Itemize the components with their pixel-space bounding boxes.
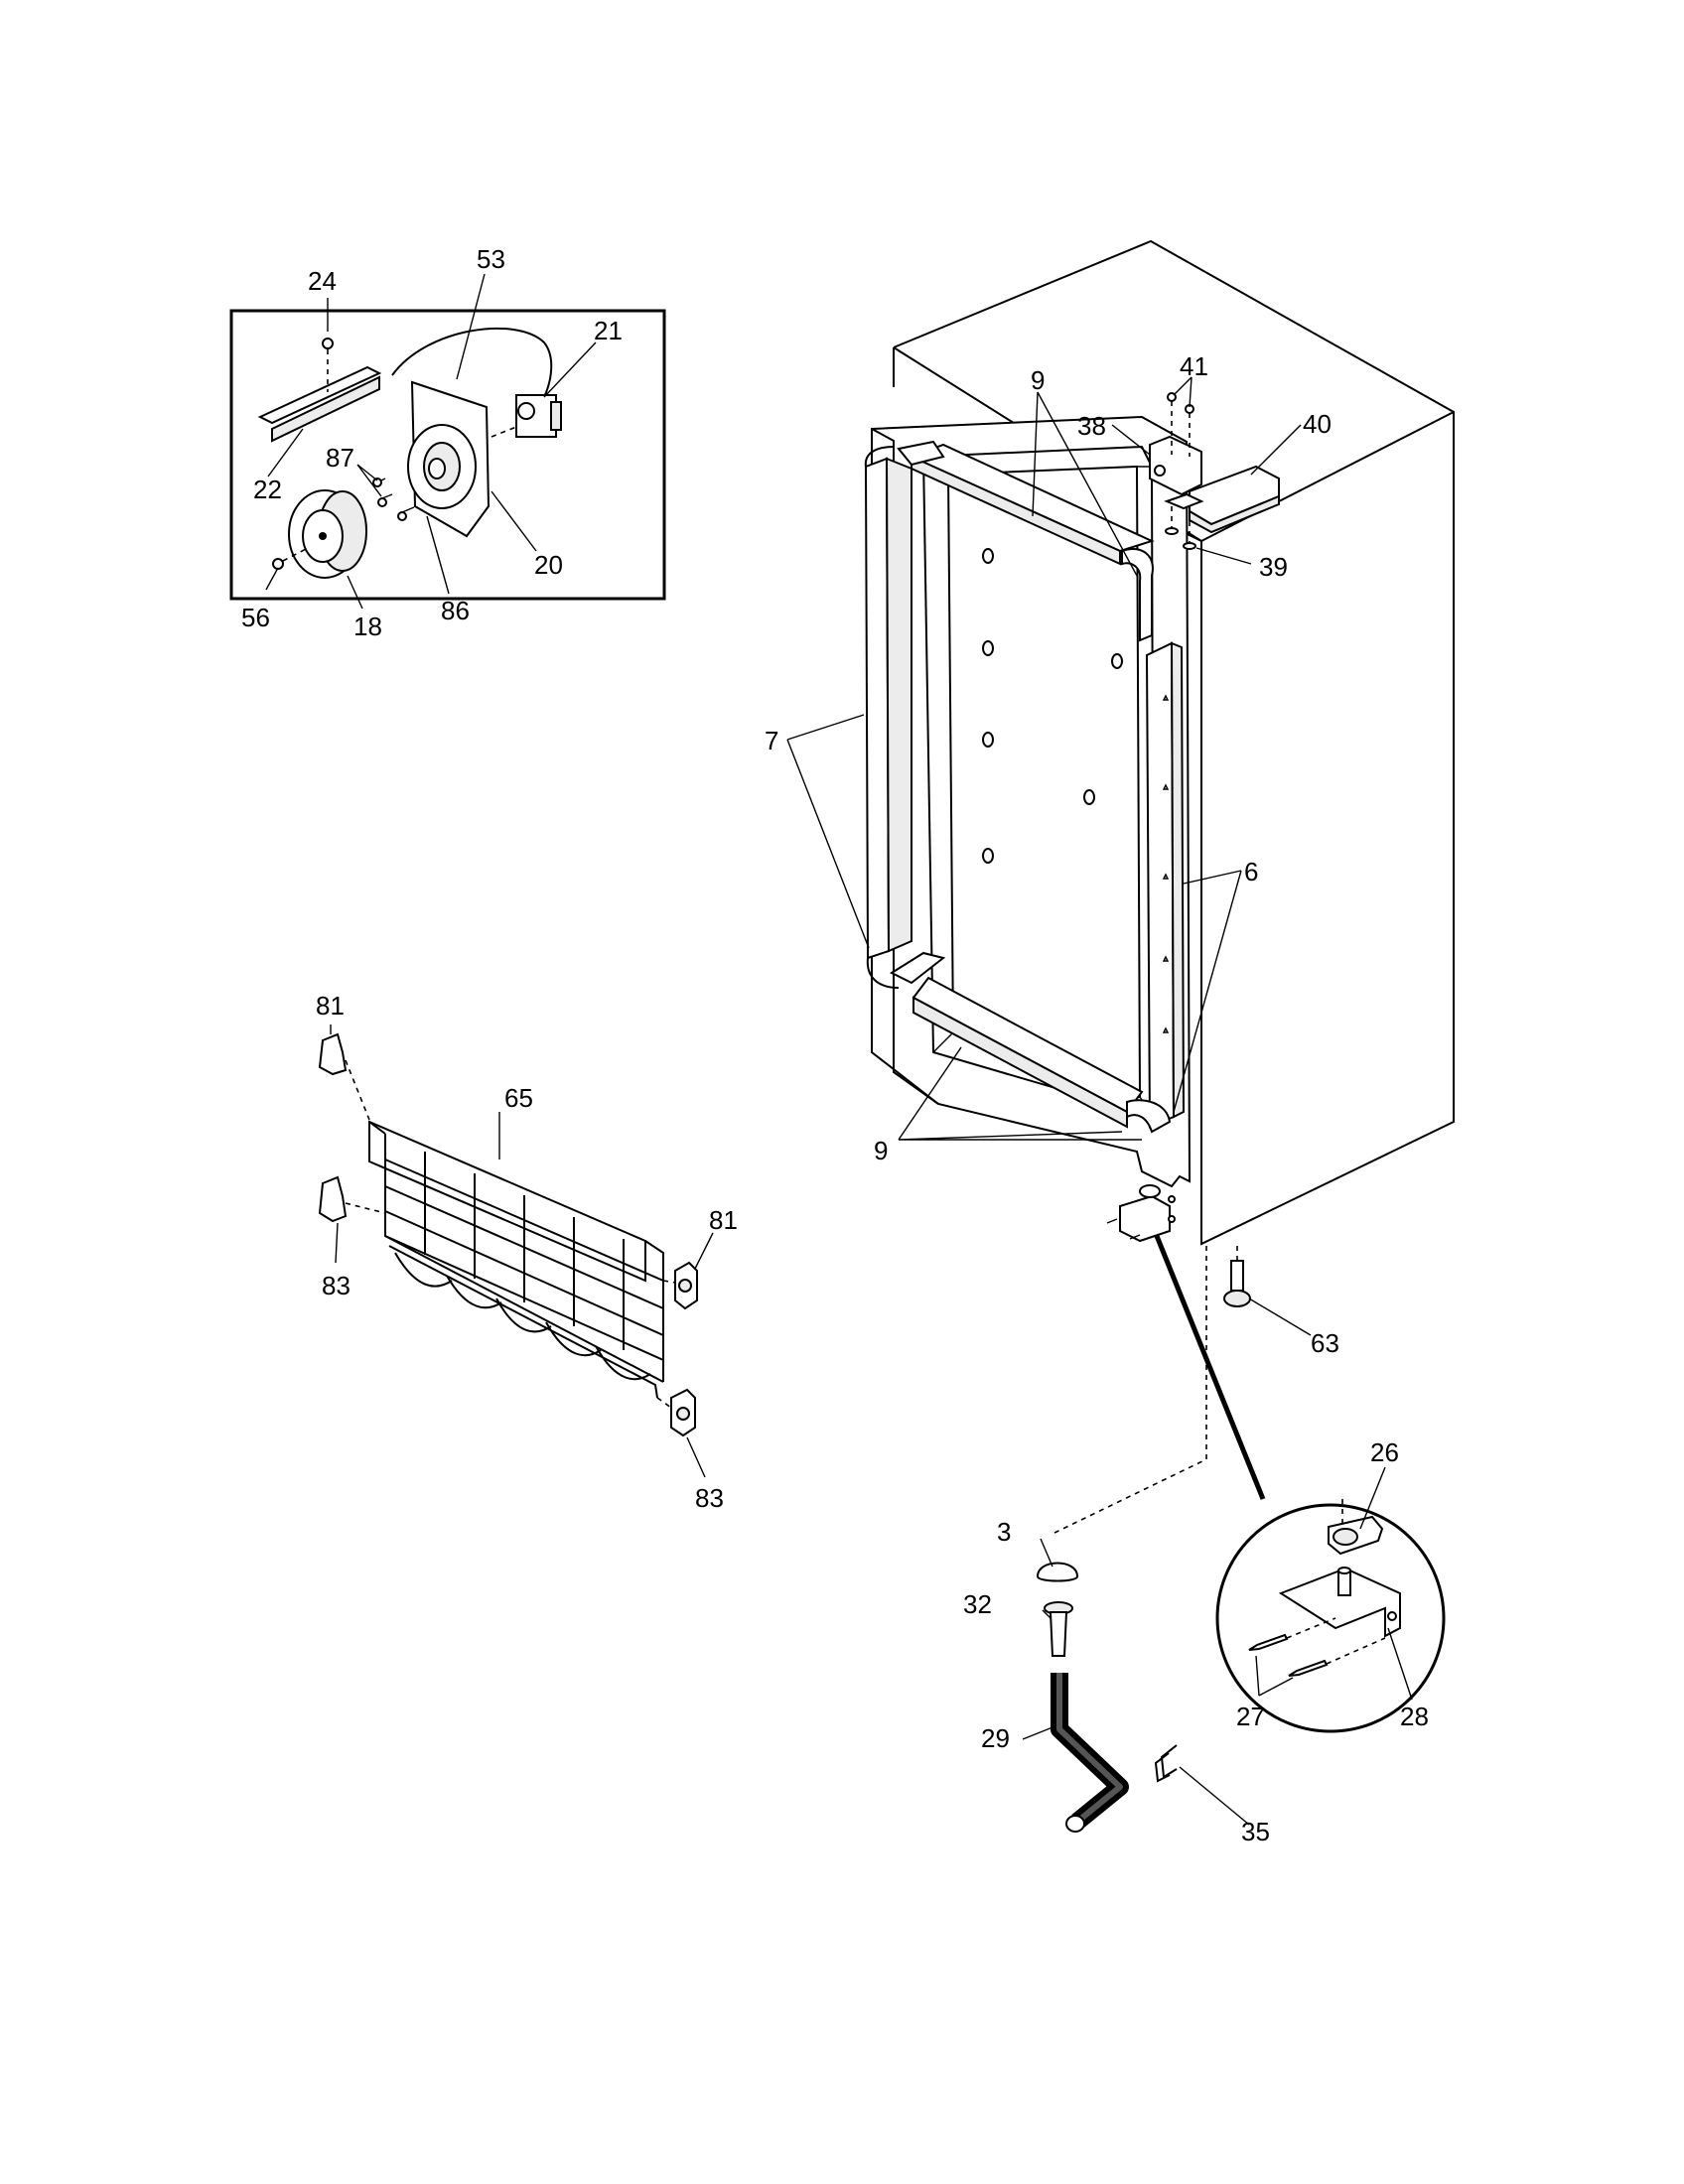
label-26: 26: [1370, 1437, 1399, 1467]
label-41: 41: [1180, 351, 1208, 381]
clip-81-right: [662, 1261, 698, 1310]
freezer-cabinet: [864, 239, 1455, 1246]
part-18-bulb: [288, 489, 367, 579]
label-35: 35: [1241, 1817, 1270, 1846]
clip-83-right: [656, 1388, 696, 1437]
wire-basket-65: [368, 1120, 664, 1399]
light-assembly-inset: [229, 273, 666, 610]
clip-83-left: [318, 1175, 386, 1223]
label-18: 18: [353, 612, 382, 641]
label-81-right: 81: [709, 1205, 738, 1235]
label-29: 29: [981, 1723, 1010, 1753]
label-86: 86: [441, 596, 470, 625]
part-20-housing: [407, 380, 491, 538]
label-24: 24: [308, 266, 337, 296]
label-22: 22: [253, 475, 282, 504]
label-83-right: 83: [695, 1483, 724, 1513]
label-65: 65: [504, 1083, 533, 1113]
label-53: 53: [477, 244, 505, 274]
part-21-socket: [515, 394, 562, 438]
drain-parts: [1022, 1538, 1250, 1833]
label-63: 63: [1311, 1328, 1339, 1358]
part-22-shield: [257, 365, 382, 443]
label-87: 87: [326, 443, 354, 473]
hinge-detail-circle: [1215, 1466, 1446, 1733]
label-32: 32: [963, 1589, 992, 1619]
liner-holes: [982, 548, 1123, 864]
label-21: 21: [594, 316, 623, 345]
label-83-left: 83: [322, 1271, 351, 1300]
bottom-hinge-on-cabinet: [1106, 1184, 1176, 1243]
label-56: 56: [241, 603, 270, 632]
label-3: 3: [997, 1517, 1011, 1547]
label-6: 6: [1244, 857, 1258, 887]
label-39: 39: [1259, 552, 1288, 582]
label-27: 27: [1236, 1702, 1265, 1731]
label-28: 28: [1400, 1702, 1429, 1731]
label-9-bottom: 9: [874, 1136, 888, 1165]
label-9-top: 9: [1031, 365, 1045, 395]
label-38: 38: [1077, 411, 1106, 441]
clip-81-left: [318, 1032, 370, 1121]
leveling-leg-63: [1223, 1246, 1251, 1307]
label-7: 7: [765, 726, 778, 755]
label-20: 20: [534, 550, 563, 580]
label-40: 40: [1303, 409, 1332, 439]
label-81-left: 81: [316, 991, 345, 1021]
